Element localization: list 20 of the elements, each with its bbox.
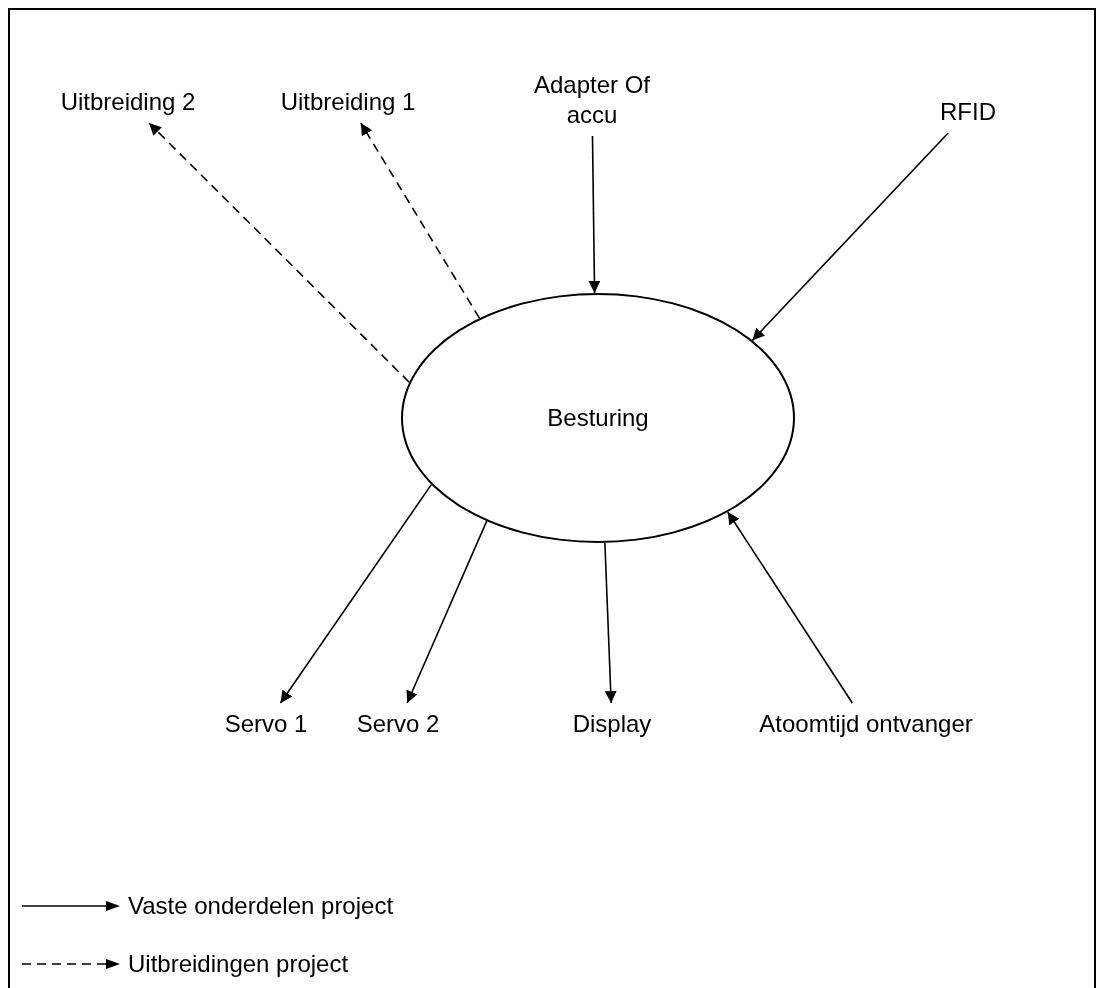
legend-label: Uitbreidingen project <box>128 949 349 979</box>
component-label: Uitbreiding 2 <box>60 87 196 117</box>
dashed-arrow <box>359 122 481 319</box>
arrow <box>604 542 617 704</box>
control-ellipse <box>401 293 795 543</box>
component-label: Display <box>572 709 652 739</box>
component-label: Uitbreiding 1 <box>280 87 416 117</box>
arrow <box>751 132 949 342</box>
arrow <box>279 483 433 704</box>
node-label: Besturing <box>547 403 649 433</box>
component-label: RFID <box>940 97 996 127</box>
component-label: Servo 1 <box>224 709 308 739</box>
dashed-arrow <box>148 122 410 384</box>
component-label: Adapter Of accu <box>532 70 652 130</box>
arrow <box>406 520 488 704</box>
arrow <box>588 135 601 294</box>
legend-label: Vaste onderdelen project <box>128 891 394 921</box>
arrow <box>726 511 854 704</box>
component-label: Atoomtijd ontvanger <box>759 709 973 739</box>
component-label: Servo 2 <box>356 709 440 739</box>
